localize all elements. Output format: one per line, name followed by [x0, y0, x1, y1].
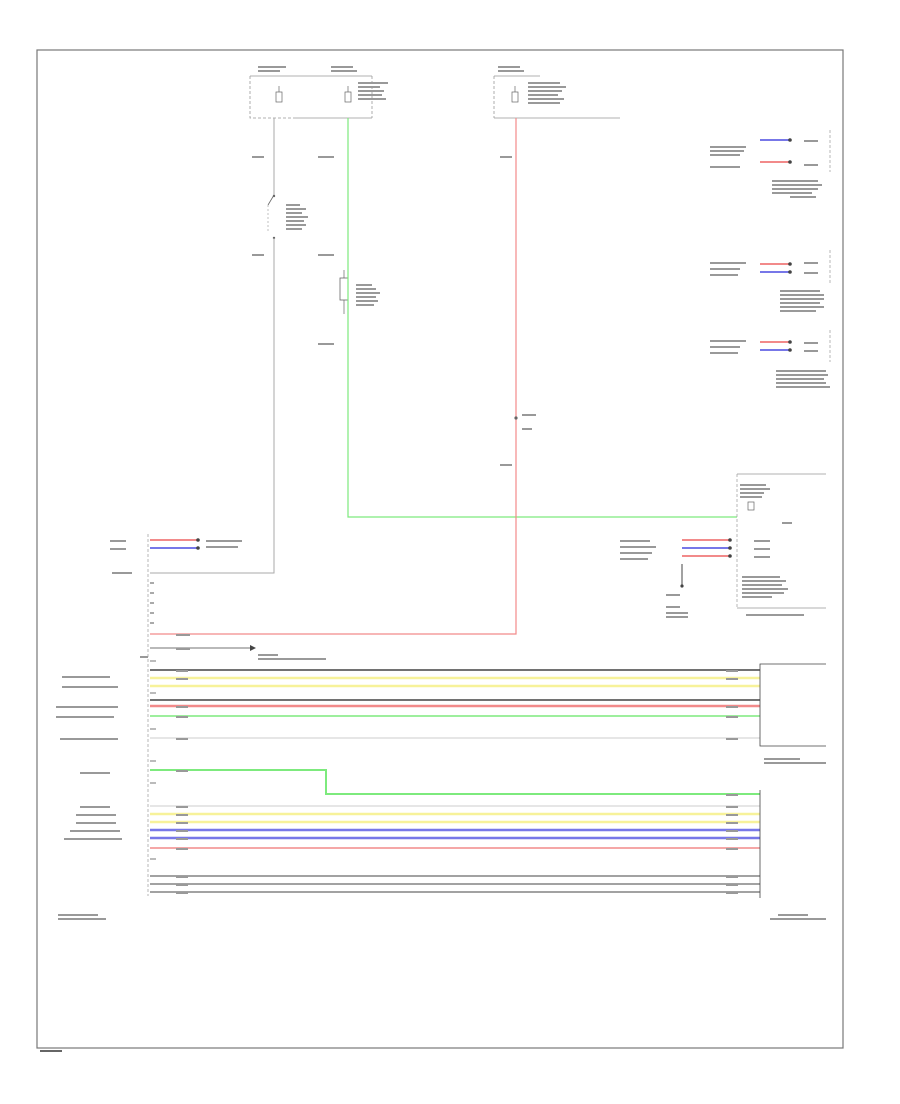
right-connector-group-2: [710, 250, 831, 312]
wire-gray-left-vertical-lower: [196, 238, 275, 574]
top-fuse-box-left-outline: [249, 76, 296, 119]
switch-symbol: [267, 194, 276, 240]
torque-sensor-harness: [56, 663, 826, 764]
relay-symbol: [339, 270, 349, 314]
diagram-frame: [36, 49, 844, 1049]
top-box-label-marks: [258, 66, 566, 104]
wire-red-vertical: [196, 118, 517, 635]
combination-meter: [620, 473, 826, 618]
eps-motor-harness: [58, 660, 826, 920]
fuse-symbol-right: [511, 86, 519, 103]
footer-code-mark: [40, 1050, 62, 1052]
top-fuse-box-group: [249, 66, 620, 119]
connector-pin-marks: [150, 582, 154, 624]
vertical-wire-label-marks: [252, 156, 536, 466]
wire-green-vertical-lower: [347, 268, 737, 518]
eps-control-unit-connector: [110, 534, 326, 896]
right-connector-group-1: [710, 130, 831, 198]
fuse-symbol-mid: [344, 86, 352, 103]
splice-symbol: [514, 416, 518, 420]
right-connector-group-3: [710, 330, 831, 388]
fuse-symbol-left: [275, 86, 283, 103]
